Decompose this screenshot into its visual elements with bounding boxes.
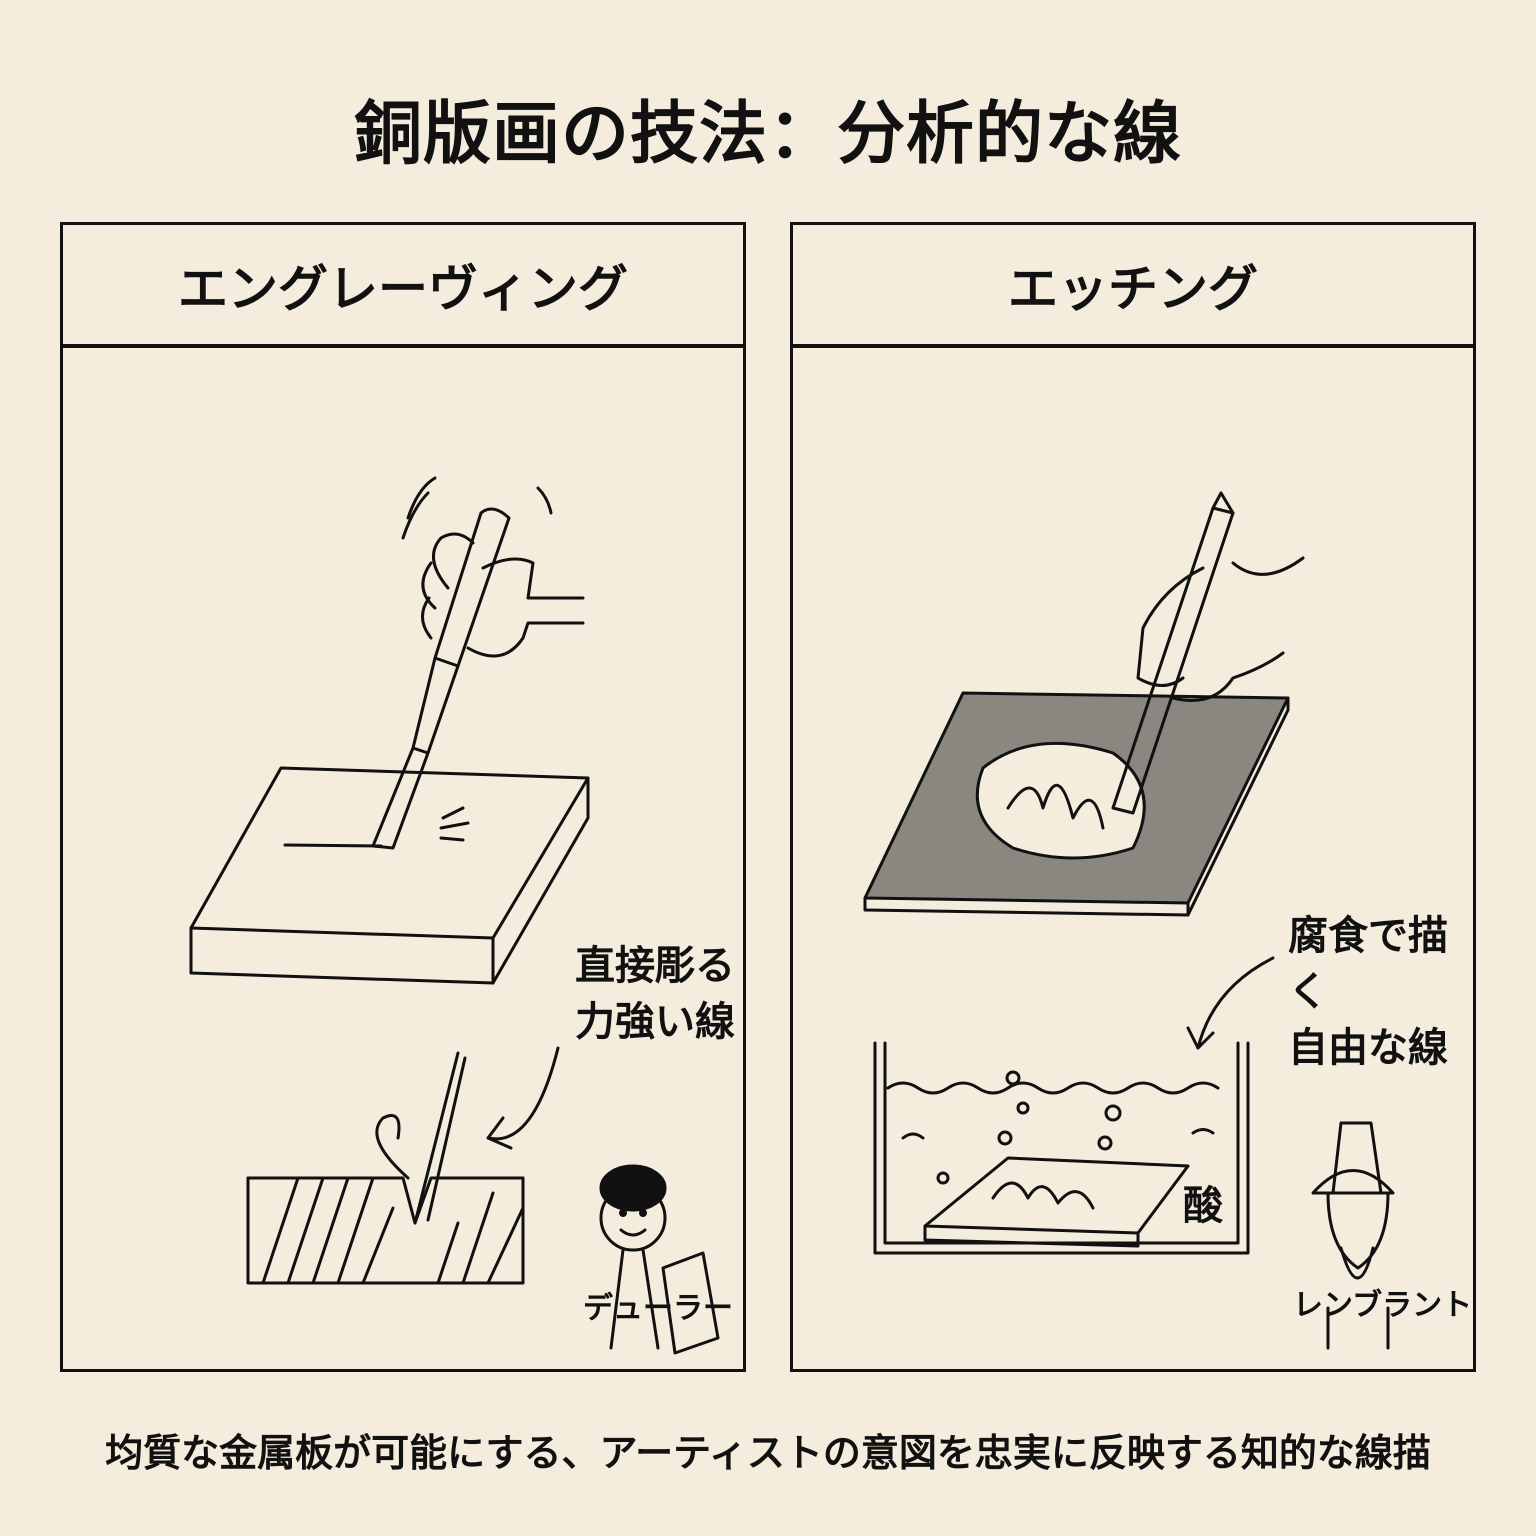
acid-label: 酸 [1183,1183,1223,1229]
annotation-arrow-icon [1186,956,1275,1050]
footer-caption: 均質な金属板が可能にする、アーティストの意図を忠実に反映する知的な線描 [105,1431,1431,1475]
rembrandt-figure-icon [1311,1121,1395,1350]
etching-plate-icon [863,691,1290,917]
etching-needle-hand-icon [1111,491,1305,815]
annotation-line-2: 自由な線 [1288,1025,1448,1071]
annotation-arrow-icon [486,1046,560,1150]
annotation-line-1: 腐食で描く [1288,913,1448,1015]
cross-section-icon [246,1051,525,1285]
engraving-header: エングレーヴィング [63,225,743,348]
artist-name-rembrandt: レンブラント [1293,1288,1473,1323]
artist-name-durer: デューラー [583,1291,733,1326]
etching-body: 腐食で描く 自由な線 酸 レンブラント [793,348,1473,1369]
etching-panel: エッチング [790,222,1476,1372]
engraving-panel: エングレーヴィング [60,222,746,1372]
copper-plate-icon [189,766,590,985]
durer-figure-icon [599,1164,720,1355]
annotation-line-1: 直接彫る [575,943,735,989]
page-title: 銅版画の技法：分析的な線 [353,95,1182,174]
annotation-line-2: 力強い線 [575,999,735,1045]
etching-header: エッチング [793,225,1473,348]
burin-hand-icon [371,476,585,850]
engraving-body: 直接彫る 力強い線 デューラー [63,348,743,1369]
engraving-annotation: 直接彫る 力強い線 [575,938,735,1050]
etching-annotation: 腐食で描く 自由な線 [1288,908,1473,1076]
acid-tank-icon [873,1041,1250,1255]
